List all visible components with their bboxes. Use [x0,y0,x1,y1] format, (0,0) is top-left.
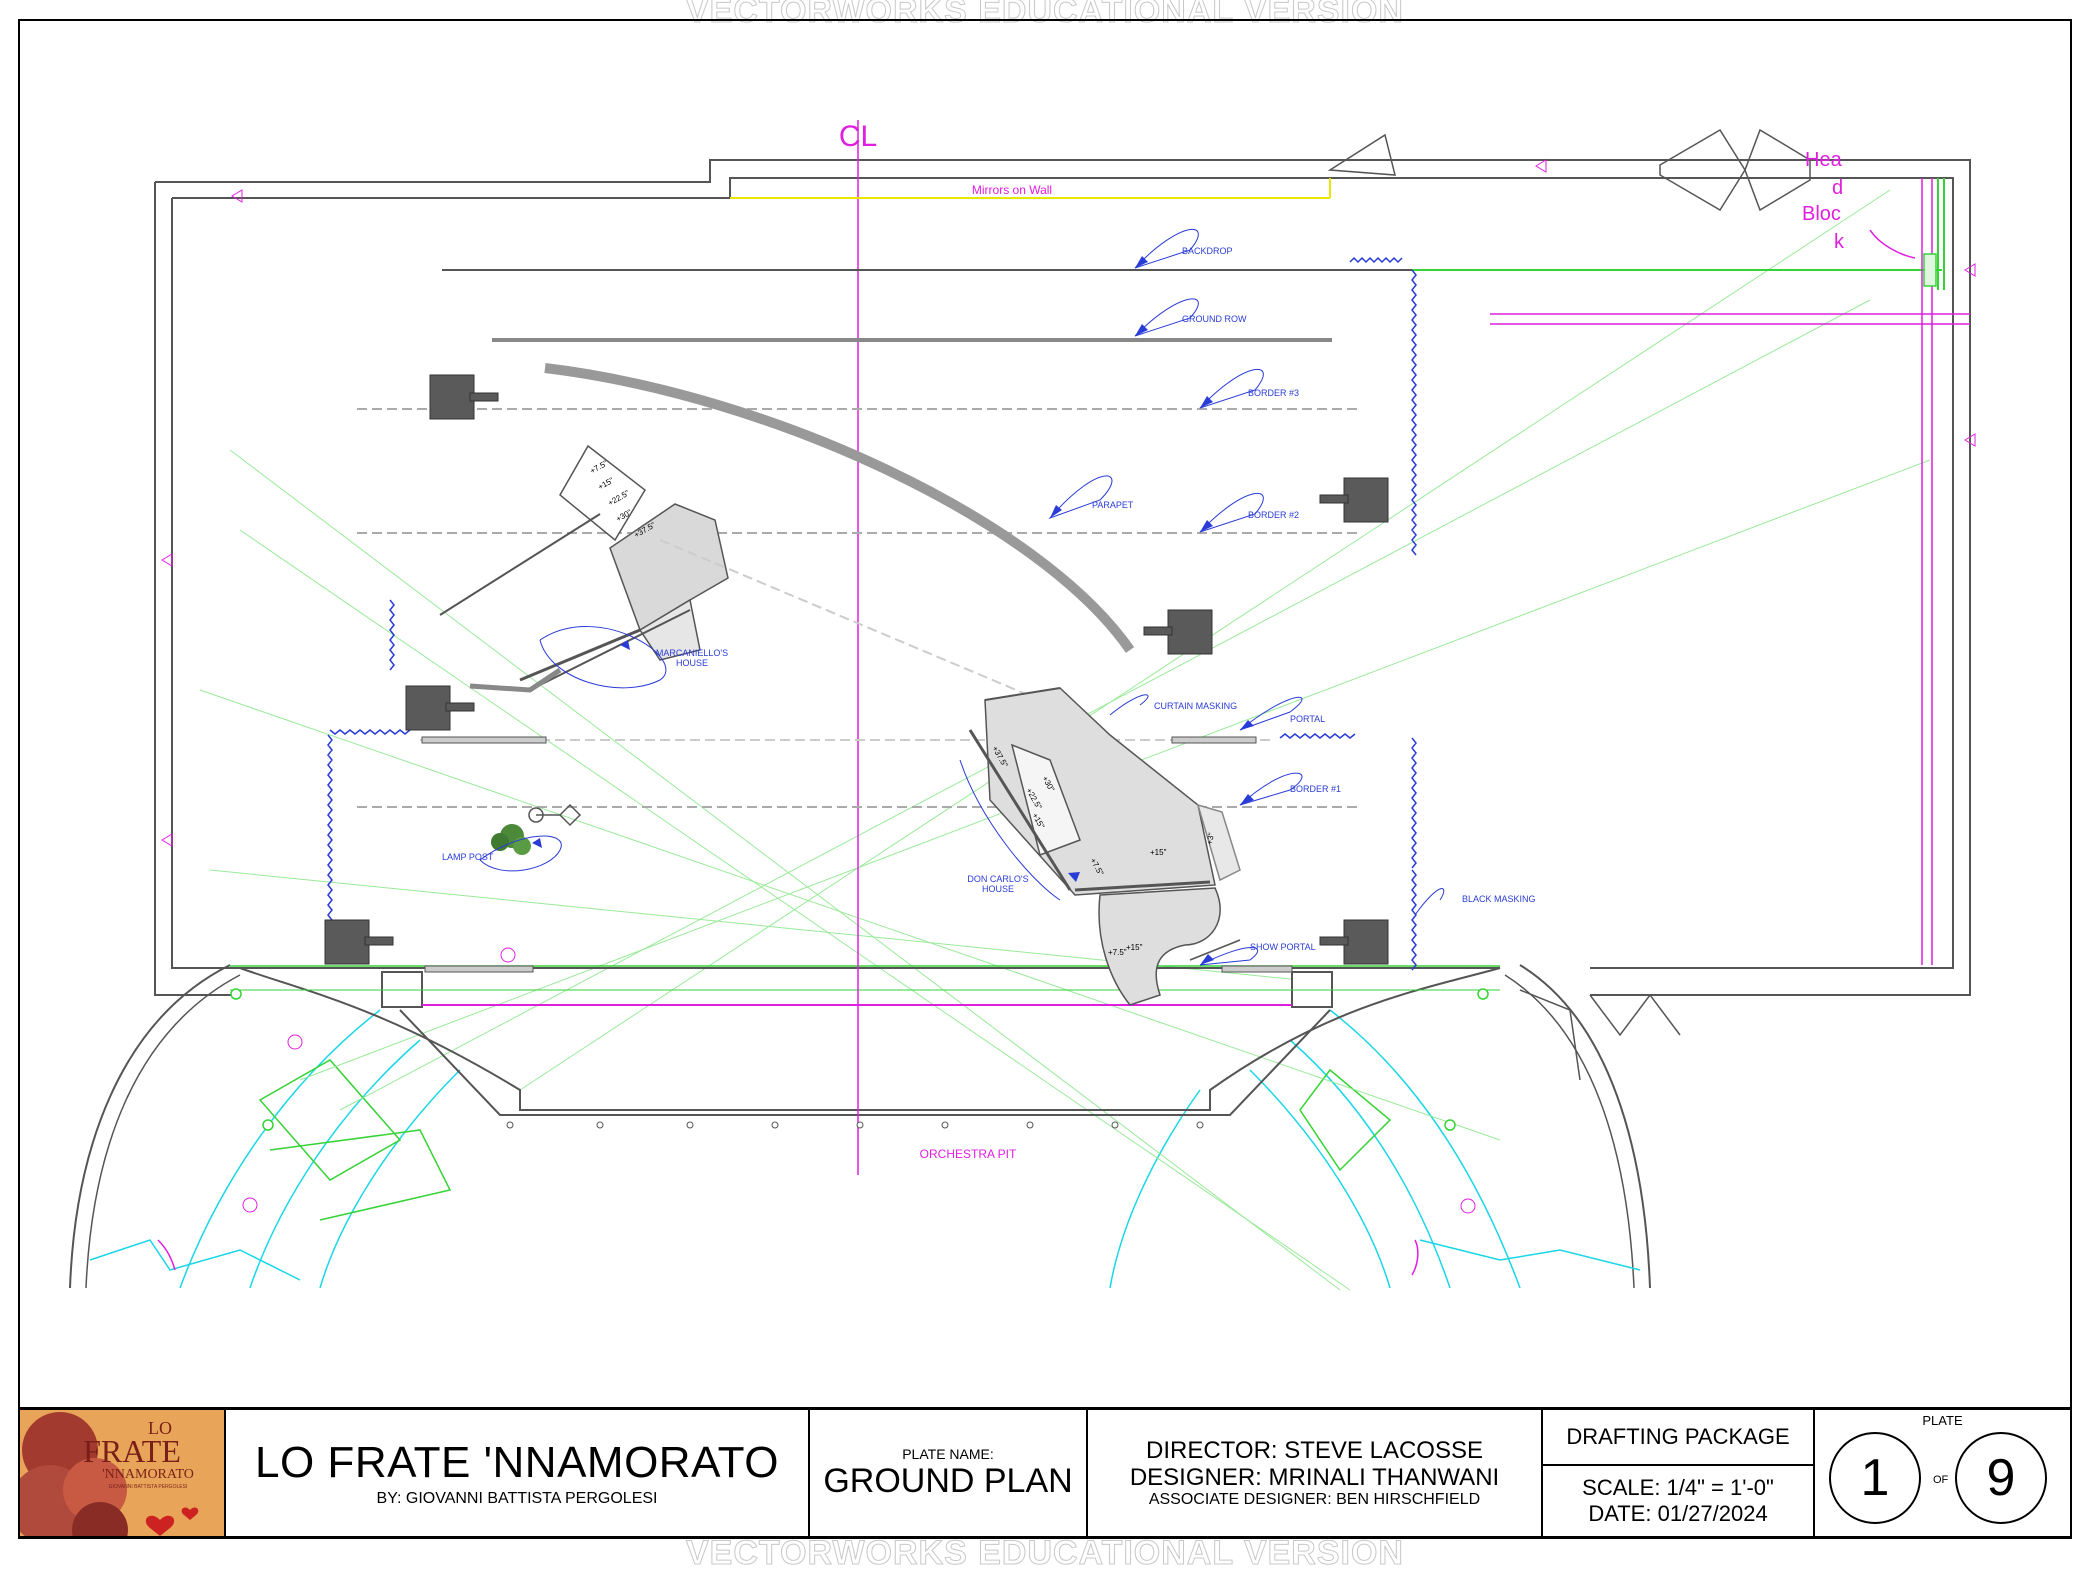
scale-date: SCALE: 1/4" = 1'-0" DATE: 01/27/2024 [1543,1466,1813,1536]
show-portal-right [1221,965,1293,973]
house-seating [69,964,1651,1289]
stair-b-extra-3: +3" [1205,832,1216,845]
plate-name-label: PLATE NAME: [902,1445,994,1462]
centerline-label: CL [839,120,877,153]
masking [327,256,1417,971]
portal-right [1171,736,1257,744]
label-ground-row: GROUND ROW [1182,314,1247,324]
label-head-block-3: Bloc [1802,203,1841,225]
house-outer-arc-right [1519,964,1651,1289]
associate-designer: ASSOCIATE DESIGNER: BEN HIRSCHFIELD [1148,1491,1481,1508]
label-head-block-2: d [1832,177,1843,199]
label-marcaniello-1: MARCANIELLO'S [656,648,728,658]
package-cell: DRAFTING PACKAGE SCALE: 1/4" = 1'-0" DAT… [1543,1410,1815,1536]
parapet-arc [544,363,1135,653]
lighting-booms [324,374,1389,965]
label-parapet: PARAPET [1092,500,1134,510]
label-border2: BORDER #2 [1248,510,1299,520]
label-portal: PORTAL [1290,714,1325,724]
plate-number-cell: PLATE 1 OF 9 [1815,1410,2070,1536]
watermark-top: VECTORWORKS EDUCATIONAL VERSION [686,0,1404,31]
of-label: OF [1933,1474,1949,1486]
designer: DESIGNER: MRINALI THANWANI [1129,1464,1500,1491]
label-marcaniello-2: HOUSE [676,658,708,668]
show-author: BY: GIOVANNI BATTISTA PERGOLESI [376,1490,658,1507]
scale: SCALE: 1/4" = 1'-0" [1582,1475,1774,1500]
callout-arrows [1048,228,1445,966]
plate-name: GROUND PLAN [823,1461,1073,1500]
director: DIRECTOR: STEVE LACOSSE [1146,1437,1483,1464]
credits-cell: DIRECTOR: STEVE LACOSSE DESIGNER: MRINAL… [1088,1410,1543,1536]
title-block: LO FRATE 'NNAMORATO GIOVANNI BATTISTA PE… [18,1408,2072,1538]
label-don-carlo-2: HOUSE [982,884,1014,894]
plate-number: 1 [1829,1432,1921,1524]
date: DATE: 01/27/2024 [1588,1501,1768,1526]
stair-b-extra-2: +15" [1126,943,1143,952]
logo-line-3: 'NNAMORATO [102,1467,194,1482]
label-head-block-4: k [1834,231,1845,253]
show-title-cell: LO FRATE 'NNAMORATO BY: GIOVANNI BATTIST… [226,1410,810,1536]
logo-line-1: LO [148,1418,172,1438]
label-mirrors: Mirrors on Wall [972,183,1052,197]
stage-outline [154,159,1971,996]
lamp-post [479,803,582,872]
label-black-masking: BLACK MASKING [1462,894,1536,904]
show-title: LO FRATE 'NNAMORATO [255,1438,779,1487]
label-head-block-1: Hea [1805,149,1843,171]
plate-total: 9 [1955,1432,2047,1524]
logo-art: LO FRATE 'NNAMORATO GIOVANNI BATTISTA PE… [20,1410,224,1536]
house-outer-arc [69,964,231,1289]
portal-left [421,736,547,744]
arrowheads [532,256,1254,965]
show-portal-left [424,965,534,973]
logo-line-4: GIOVANNI BATTISTA PERGOLESI [109,1484,188,1490]
package-name: DRAFTING PACKAGE [1543,1410,1813,1466]
head-block [1923,253,1937,287]
show-logo: LO FRATE 'NNAMORATO GIOVANNI BATTISTA PE… [20,1410,226,1536]
plate-label: PLATE [1922,1413,1963,1428]
label-orchestra-pit: ORCHESTRA PIT [920,1147,1017,1161]
label-backdrop: BACKDROP [1182,246,1233,256]
label-border1: BORDER #1 [1290,784,1341,794]
label-lamp-post: LAMP POST [442,852,494,862]
stage-apron [239,967,1501,1111]
stair-b-extra-1: +7.5" [1108,948,1127,957]
label-curtain-masking: CURTAIN MASKING [1154,701,1237,711]
watermark-bottom: VECTORWORKS EDUCATIONAL VERSION [686,1534,1404,1573]
label-don-carlo-1: DON CARLO'S [967,874,1028,884]
plate-name-cell: PLATE NAME: GROUND PLAN [810,1410,1088,1536]
label-border3: BORDER #3 [1248,388,1299,398]
marcaniello-house [439,444,1041,701]
stair-b-extra-0: +15" [1150,848,1167,857]
don-carlo-house [959,687,1241,1006]
sheet-border [18,19,2072,1539]
label-show-portal: SHOW PORTAL [1250,942,1316,952]
logo-line-2: FRATE [83,1433,181,1469]
